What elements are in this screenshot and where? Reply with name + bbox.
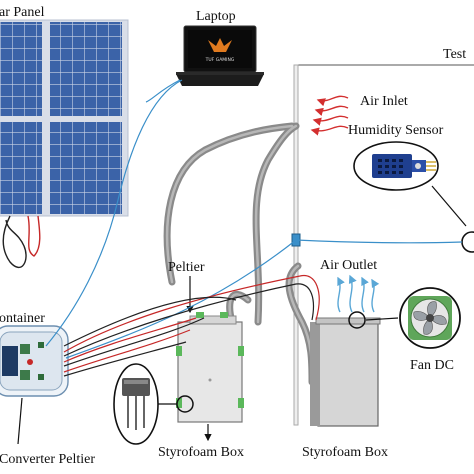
sensor-callout-line [431, 185, 467, 227]
styrofoam-box-right [310, 317, 381, 427]
humidity-sensor [353, 141, 439, 191]
air-inlet-arrows [310, 95, 349, 136]
laptop-screen-text: TUF GAMING [205, 57, 235, 63]
battery-container [0, 325, 69, 397]
air-outlet-label: Air Outlet [320, 258, 377, 273]
cables [45, 79, 463, 377]
humidity-sensor-label: Humidity Sensor [348, 123, 444, 138]
fan-dc [399, 287, 461, 349]
styrofoam-box-left [176, 312, 244, 423]
air-outlet-arrows [337, 274, 380, 313]
right-box-callout-circle [348, 311, 366, 329]
laptop-label: Laptop [196, 9, 236, 24]
fan-callout-line [365, 317, 399, 321]
peltier-label: Peltier [168, 260, 205, 275]
laptop: TUF GAMING [176, 25, 264, 86]
solar-panel-label: ar Panel [0, 5, 45, 20]
sensor-callout-circle [461, 231, 474, 253]
test-label: Test [443, 47, 466, 62]
fan-dc-label: Fan DC [410, 358, 454, 373]
solar-panel-cables [2, 215, 41, 269]
transistor-callout [113, 363, 159, 445]
styrofoam-box-right-label: Styrofoam Box [302, 445, 388, 460]
styrofoam-box-left-label: Styrofoam Box [158, 445, 244, 460]
container-label: ontainer [0, 311, 45, 326]
converter-peltier-label: Converter Peltier [0, 452, 95, 467]
converter-pointer [17, 397, 23, 445]
air-inlet-label: Air Inlet [360, 94, 408, 109]
solar-panel [0, 19, 129, 217]
